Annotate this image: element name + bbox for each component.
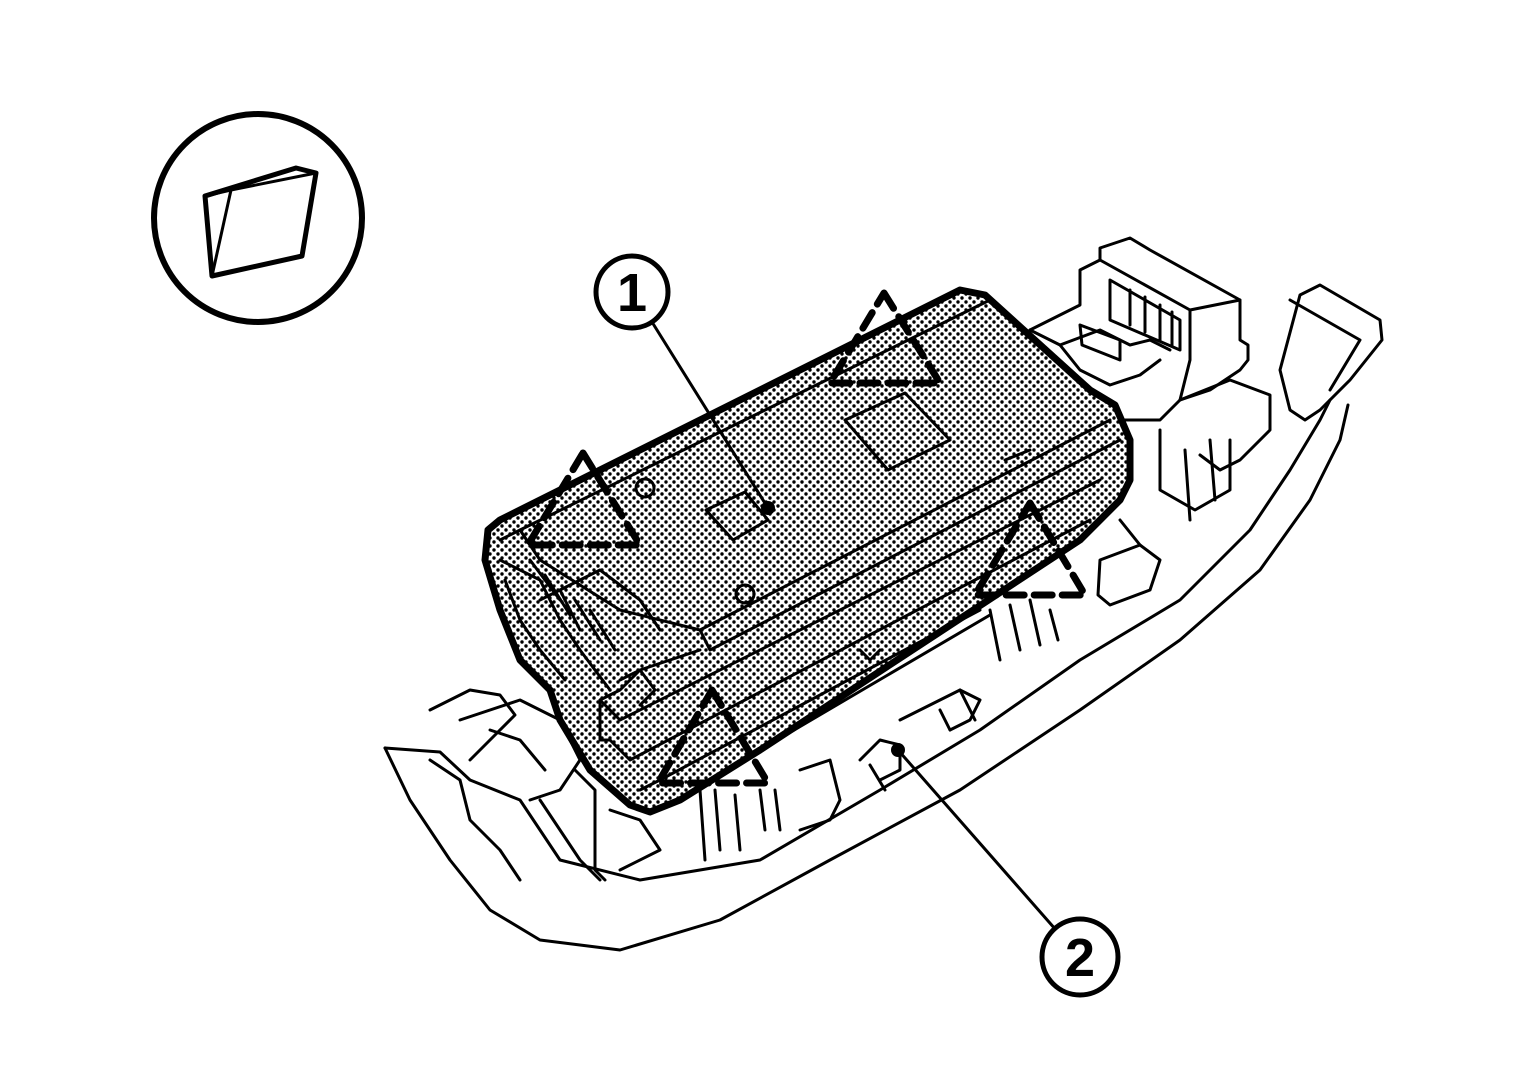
- bezel-trim: [383, 283, 1384, 952]
- leader-lines: [650, 320, 1058, 932]
- control-unit: [481, 286, 1134, 816]
- clip-position-markers: [524, 289, 1089, 787]
- clip-marker-top: [826, 289, 944, 387]
- connector: [1028, 236, 1250, 422]
- removal-symbol-icon: [151, 111, 365, 325]
- clip-marker-left: [524, 449, 644, 549]
- callout-1-label: 1: [617, 263, 647, 323]
- callout-2: 2: [1039, 916, 1121, 998]
- clip-marker-right: [971, 499, 1089, 599]
- callout-1: 1: [593, 253, 671, 331]
- clip-marker-bottom: [654, 686, 772, 787]
- callout-2-label: 2: [1065, 928, 1095, 988]
